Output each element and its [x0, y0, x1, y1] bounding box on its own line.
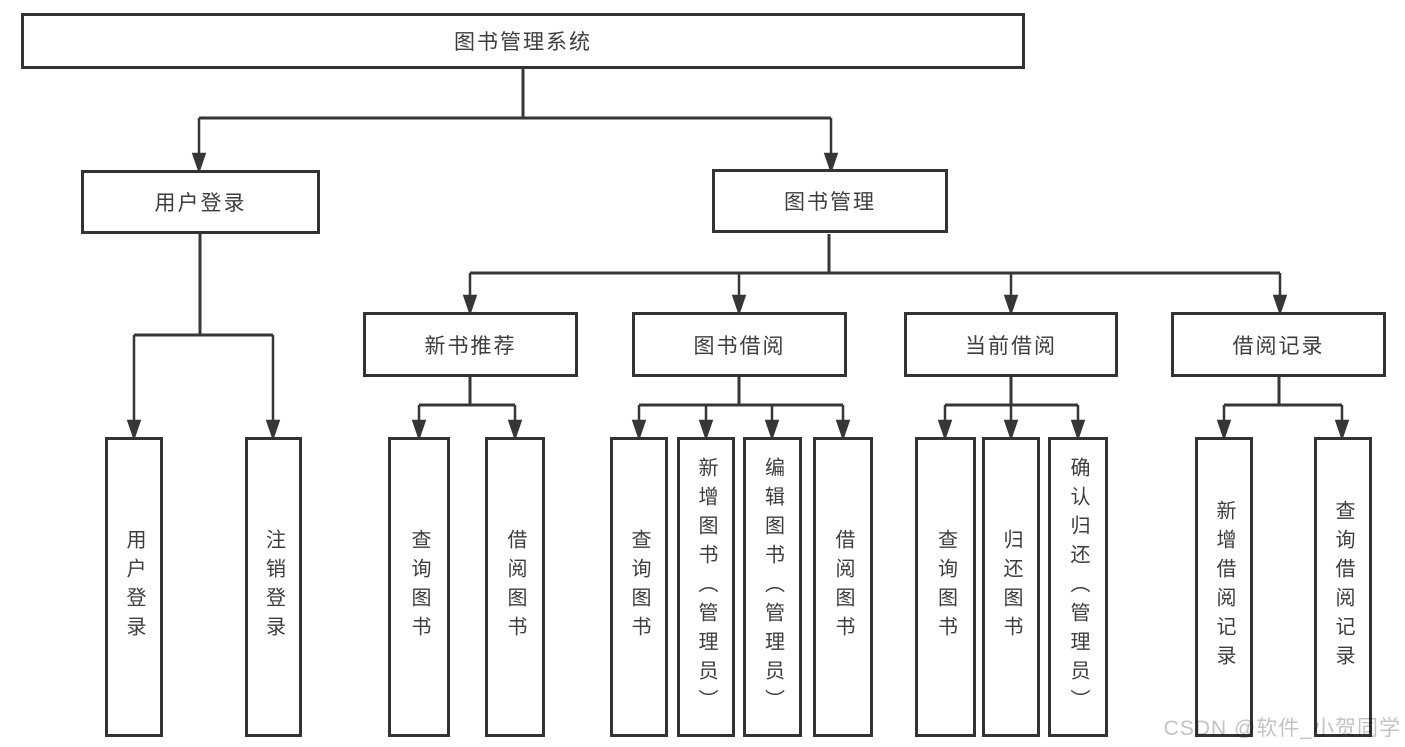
leaf-record-query-label: 查询借阅记录 [1332, 500, 1354, 674]
node-book-mgmt: 图书管理 [712, 169, 948, 233]
node-root-label: 图书管理系统 [454, 31, 592, 54]
connector-root-split [199, 69, 831, 120]
connector-borrowrecord-split [1224, 377, 1342, 407]
node-current-borrow: 当前借阅 [904, 312, 1118, 377]
node-current-borrow-label: 当前借阅 [965, 334, 1057, 358]
node-book-borrow-label: 图书借阅 [693, 334, 786, 358]
leaf-current-return-label: 归还图书 [1000, 529, 1022, 645]
node-root: 图书管理系统 [21, 13, 1025, 69]
node-borrow-record: 借阅记录 [1171, 312, 1386, 377]
connector-currentborrow-split [945, 377, 1078, 407]
leaf-current-query-label: 查询图书 [934, 529, 957, 645]
leaf-borrow-borrow: 借阅图书 [813, 437, 873, 737]
leaf-current-query: 查询图书 [915, 437, 976, 737]
leaf-record-query: 查询借阅记录 [1314, 437, 1372, 737]
leaf-logout-label: 注销登录 [262, 529, 285, 645]
node-book-mgmt-label: 图书管理 [784, 191, 876, 214]
leaf-borrow-query: 查询图书 [610, 437, 668, 737]
leaf-newbook-borrow: 借阅图书 [485, 437, 545, 737]
arrowheads [126, 118, 1350, 441]
leaf-borrow-edit-label: 编辑图书（管理员） [761, 456, 784, 718]
leaf-record-add-label: 新增借阅记录 [1213, 500, 1235, 674]
leaf-borrow-query-label: 查询图书 [628, 529, 650, 645]
leaf-logout: 注销登录 [245, 437, 302, 737]
leaf-current-confirm-label: 确认归还（管理员） [1067, 456, 1089, 718]
watermark-text: CSDN @软件_小贺同学 [1163, 717, 1401, 740]
leaf-borrow-add-label: 新增图书（管理员） [695, 456, 717, 718]
leaf-user-login-label: 用户登录 [123, 529, 145, 645]
leaf-current-return: 归还图书 [982, 437, 1040, 737]
leaf-newbook-query: 查询图书 [388, 437, 450, 737]
leaf-newbook-query-label: 查询图书 [408, 529, 430, 645]
node-user-login: 用户登录 [81, 170, 320, 234]
leaf-newbook-borrow-label: 借阅图书 [504, 529, 526, 645]
node-borrow-record-label: 借阅记录 [1232, 334, 1325, 358]
connector-newbook-split [419, 377, 515, 407]
node-new-book: 新书推荐 [363, 312, 578, 377]
node-new-book-label: 新书推荐 [424, 334, 517, 358]
leaf-borrow-edit: 编辑图书（管理员） [743, 437, 802, 737]
leaf-user-login: 用户登录 [105, 437, 163, 737]
connector-bookborrow-split [639, 377, 843, 407]
node-book-borrow: 图书借阅 [632, 312, 847, 377]
leaf-current-confirm: 确认归还（管理员） [1048, 437, 1108, 737]
connector-bookmgmt-split [470, 234, 1280, 275]
leaf-borrow-borrow-label: 借阅图书 [832, 529, 854, 645]
connector-userlogin-split [134, 234, 273, 337]
node-user-login-label: 用户登录 [154, 192, 247, 215]
leaf-borrow-add: 新增图书（管理员） [677, 437, 735, 737]
leaf-record-add: 新增借阅记录 [1195, 437, 1253, 737]
